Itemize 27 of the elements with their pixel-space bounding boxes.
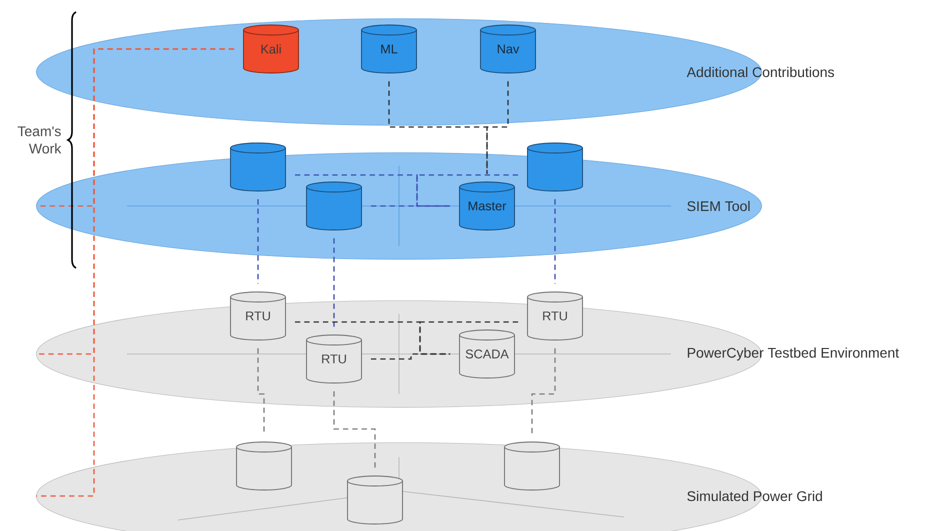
database-cylinder: Kali [243, 24, 299, 74]
database-cylinder: RTU [230, 292, 286, 340]
database-cylinder: Master [459, 182, 515, 230]
connector-line [388, 81, 488, 174]
database-cylinder: RTU [306, 334, 362, 384]
connector-line [416, 174, 518, 207]
connector-line [257, 348, 265, 434]
database-cylinder: Nav [480, 24, 536, 74]
database-cylinder: ML [361, 24, 417, 74]
cylinder [236, 442, 292, 490]
connector-line [370, 205, 450, 207]
connector-line [486, 81, 509, 174]
connector-line [333, 391, 376, 468]
database-cylinder: RTU [527, 292, 583, 340]
connector-line [419, 321, 518, 355]
database-cylinder: SCADA [459, 330, 515, 378]
cylinder [230, 142, 286, 192]
brace-label: Team's Work [18, 126, 62, 154]
layer-label: PowerCyber Testbed Environment [688, 347, 899, 361]
cylinder [347, 476, 403, 524]
connector-line [333, 238, 335, 327]
layer-label: Simulated Power Grid [687, 490, 822, 502]
cylinder [504, 442, 560, 490]
layer-label: SIEM Tool [687, 200, 750, 212]
connector-line [531, 348, 556, 434]
cylinder [527, 142, 583, 192]
cylinder [306, 182, 362, 230]
